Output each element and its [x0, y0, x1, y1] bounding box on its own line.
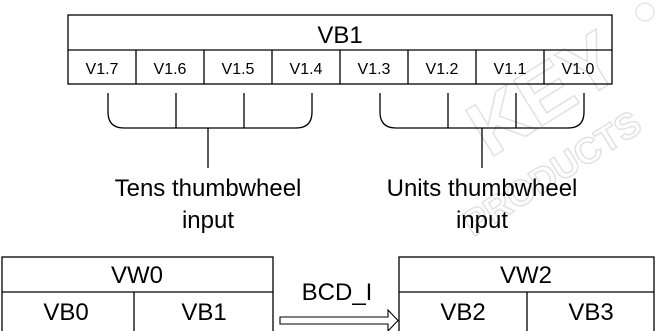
word-vw0-title: VW0 [111, 262, 163, 289]
bit-label-v1-7: V1.7 [86, 61, 119, 78]
bit-label-v1-3: V1.3 [358, 61, 391, 78]
word-vw2: VW2 VB2 VB3 [398, 256, 655, 331]
bit-label-v1-0: V1.0 [562, 61, 595, 78]
word-vw0-frame [1, 256, 274, 331]
word-vw2-title: VW2 [500, 262, 552, 289]
tens-label-line2: input [182, 207, 234, 234]
register-vb1-title: VB1 [317, 22, 362, 49]
tens-bracket-curve [107, 111, 313, 129]
bit-label-v1-2: V1.2 [426, 61, 459, 78]
bit-label-v1-1: V1.1 [494, 61, 527, 78]
right-arrow-icon [279, 308, 399, 331]
byte-vb0-label: VB0 [43, 299, 88, 326]
byte-vb2-label: VB2 [440, 299, 485, 326]
bit-label-v1-6: V1.6 [154, 61, 187, 78]
bit-cells: V1.7 V1.6 V1.5 V1.4 V1.3 V1.2 V1.1 V1.0 [86, 50, 595, 84]
units-bracket [379, 93, 585, 168]
byte-vb1-label: VB1 [181, 299, 226, 326]
units-label-line1: Units thumbwheel [387, 175, 578, 202]
register-vb1: VB1 V1.7 V1.6 V1.5 V1.4 V1.3 V1.2 V1.1 V… [67, 14, 613, 85]
tens-bracket [107, 93, 313, 168]
watermark-registered-icon [635, 2, 655, 22]
word-vw0: VW0 VB0 VB1 [1, 256, 274, 331]
units-label-line2: input [456, 207, 508, 234]
operation-label: BCD_I [302, 279, 373, 306]
byte-vb3-label: VB3 [568, 299, 613, 326]
tens-label-line1: Tens thumbwheel [115, 175, 302, 202]
bit-label-v1-5: V1.5 [222, 61, 255, 78]
bit-label-v1-4: V1.4 [290, 61, 323, 78]
word-vw2-frame [398, 256, 655, 331]
